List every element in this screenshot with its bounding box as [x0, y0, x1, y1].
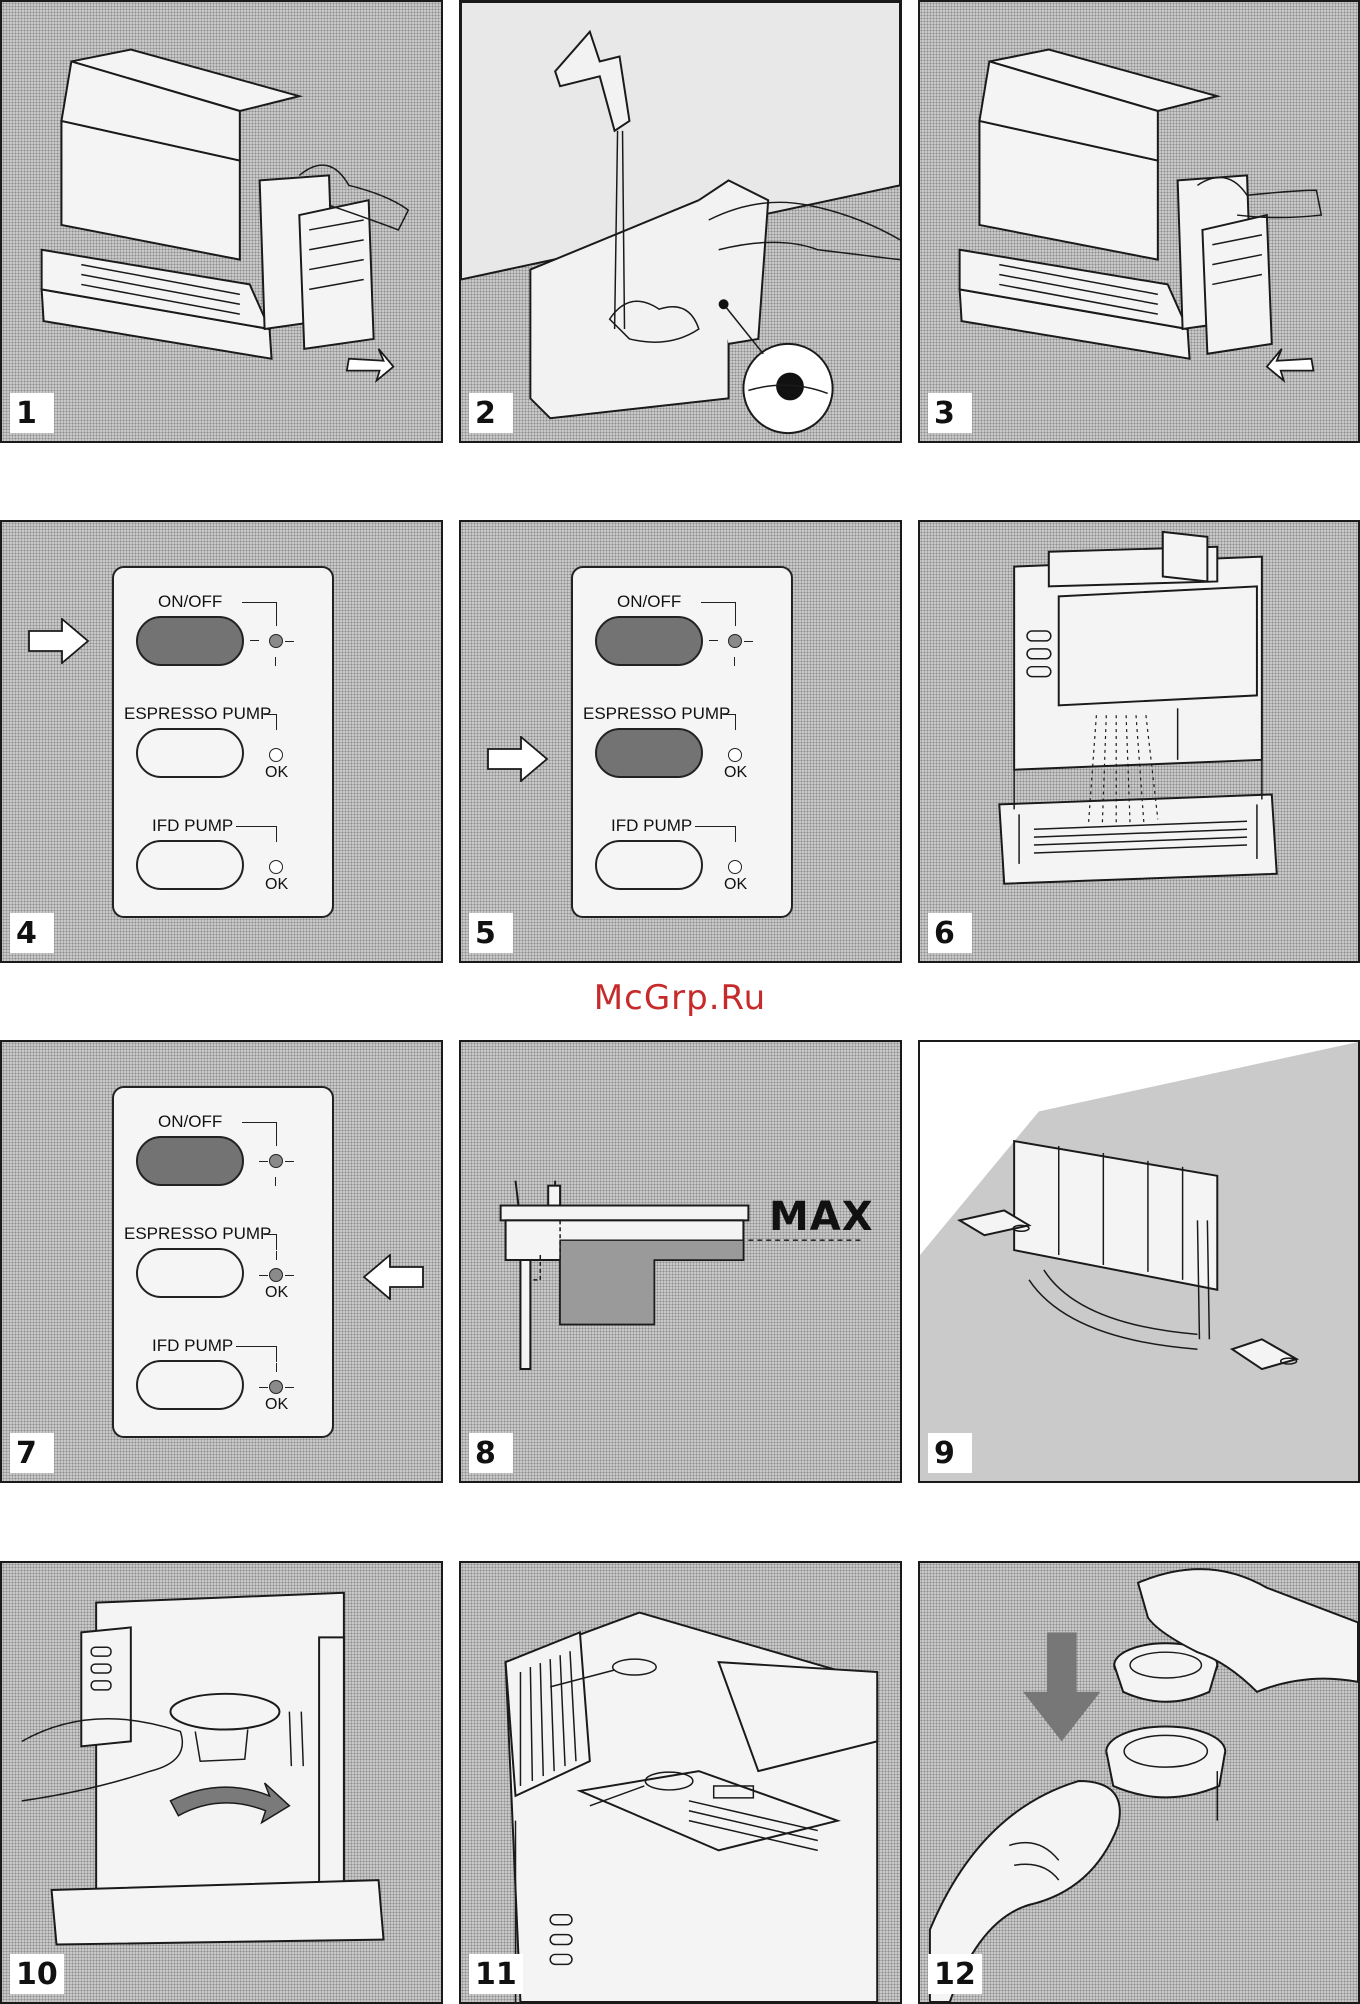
step-panel-7: ON/OFF ESPRESSO PUMP OK IFD PUMP OK 7	[0, 1040, 443, 1483]
step-panel-3: 3	[918, 0, 1360, 443]
espresso-pump-button[interactable]	[136, 1248, 244, 1298]
step-number: 7	[10, 1433, 54, 1473]
drip-tray-tabs-illustration	[920, 1042, 1358, 1481]
espresso-ok-label: OK	[265, 764, 288, 782]
ifd-pump-led	[728, 860, 742, 874]
step-panel-5: ON/OFF ESPRESSO PUMP OK IFD PUMP OK 5	[459, 520, 902, 963]
step-number: 12	[928, 1954, 982, 1994]
step-number: 8	[469, 1433, 513, 1473]
step-panel-10: 10	[0, 1561, 443, 2004]
espresso-pump-button[interactable]	[136, 728, 244, 778]
machine-insert-tank-illustration	[920, 2, 1358, 441]
espresso-pump-button[interactable]	[595, 728, 703, 778]
right-arrow-icon	[28, 618, 90, 664]
espresso-pump-label: ESPRESSO PUMP	[124, 1224, 271, 1244]
espresso-pump-label: ESPRESSO PUMP	[583, 704, 730, 724]
on-off-led	[728, 634, 742, 648]
max-level-label: MAX	[769, 1194, 874, 1240]
step-panel-9: 9	[918, 1040, 1360, 1483]
step-panel-12: 12	[918, 1561, 1360, 2004]
espresso-pump-led	[728, 748, 742, 762]
ifd-pump-led	[269, 860, 283, 874]
on-off-button[interactable]	[595, 616, 703, 666]
espresso-pump-led	[269, 748, 283, 762]
espresso-pump-label: ESPRESSO PUMP	[124, 704, 271, 724]
ifd-ok-label: OK	[724, 876, 747, 894]
step-number: 4	[10, 913, 54, 953]
tank-max-level-illustration	[461, 1042, 900, 1481]
ifd-ok-label: OK	[265, 876, 288, 894]
on-off-button[interactable]	[136, 1136, 244, 1186]
left-arrow-icon	[362, 1254, 424, 1300]
fill-tank-illustration	[461, 2, 900, 441]
insert-filter-illustration	[920, 1563, 1358, 2002]
on-off-label: ON/OFF	[617, 592, 681, 612]
step-panel-1: 1	[0, 0, 443, 443]
step-panel-6: 6	[918, 520, 1360, 963]
on-off-led	[269, 634, 283, 648]
step-number: 6	[928, 913, 972, 953]
step-panel-11: 11	[459, 1561, 902, 2004]
step-number: 2	[469, 393, 513, 433]
step-panel-8: MAX 8	[459, 1040, 902, 1483]
step-number: 10	[10, 1954, 64, 1994]
espresso-ok-label: OK	[724, 764, 747, 782]
machine-water-flow-illustration	[920, 522, 1358, 961]
on-off-label: ON/OFF	[158, 592, 222, 612]
step-number: 5	[469, 913, 513, 953]
step-panel-4: ON/OFF ESPRESSO PUMP OK IFD PUMP OK 4	[0, 520, 443, 963]
machine-top-view-illustration	[461, 1563, 900, 2002]
espresso-ok-label: OK	[265, 1284, 288, 1302]
ifd-pump-led	[269, 1380, 283, 1394]
control-panel: ON/OFF ESPRESSO PUMP OK IFD PUMP OK	[112, 566, 334, 918]
watermark-text: McGrp.Ru	[0, 978, 1360, 1018]
on-off-button[interactable]	[136, 616, 244, 666]
ifd-pump-label: IFD PUMP	[611, 816, 692, 836]
right-arrow-icon	[487, 736, 549, 782]
step-number: 3	[928, 393, 972, 433]
ifd-pump-label: IFD PUMP	[152, 816, 233, 836]
on-off-led	[269, 1154, 283, 1168]
machine-remove-tank-illustration	[2, 2, 441, 441]
on-off-label: ON/OFF	[158, 1112, 222, 1132]
ifd-pump-button[interactable]	[136, 1360, 244, 1410]
step-number: 1	[10, 393, 54, 433]
espresso-pump-led	[269, 1268, 283, 1282]
ifd-ok-label: OK	[265, 1396, 288, 1414]
control-panel: ON/OFF ESPRESSO PUMP OK IFD PUMP OK	[112, 1086, 334, 1438]
attach-filter-holder-illustration	[2, 1563, 441, 2002]
ifd-pump-label: IFD PUMP	[152, 1336, 233, 1356]
ifd-pump-button[interactable]	[136, 840, 244, 890]
step-panel-2: 2	[459, 0, 902, 443]
step-number: 9	[928, 1433, 972, 1473]
ifd-pump-button[interactable]	[595, 840, 703, 890]
step-number: 11	[469, 1954, 523, 1994]
control-panel: ON/OFF ESPRESSO PUMP OK IFD PUMP OK	[571, 566, 793, 918]
